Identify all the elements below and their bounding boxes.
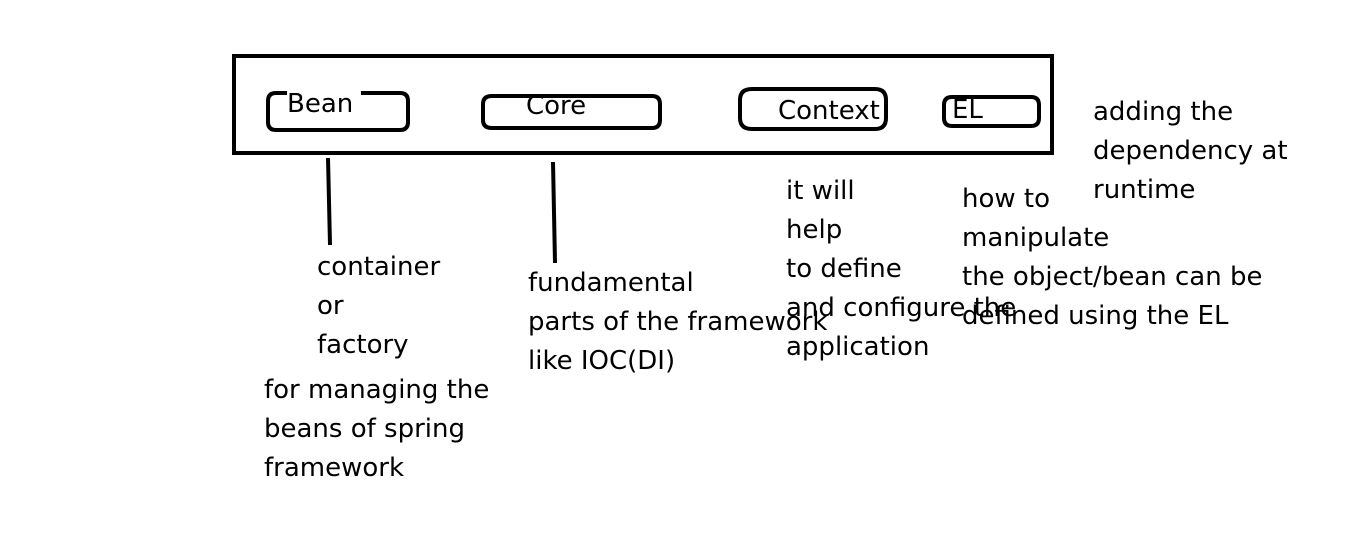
note-line: manipulate [962, 223, 1110, 253]
framework-box [232, 54, 1054, 155]
note-line: how to [962, 184, 1051, 214]
core-module-label: Core [526, 91, 587, 121]
bean-connector-line [326, 157, 332, 246]
note-line: and configure the [786, 293, 1017, 323]
bean-container-note: container or factory [317, 248, 440, 365]
note-line: to define [786, 254, 902, 284]
bean-module-label: Bean [287, 89, 362, 119]
runtime-note: adding the dependency at runtime [1093, 93, 1288, 210]
note-line: for managing the [264, 375, 490, 405]
el-module-label: EL [952, 95, 983, 125]
bean-managing-note: for managing the beans of spring framewo… [264, 371, 489, 488]
bean-module-outline [266, 91, 410, 132]
note-line: framework [264, 453, 405, 483]
note-line: parts of the framework [528, 307, 828, 337]
note-line: like IOC(DI) [528, 346, 676, 376]
note-line: adding the [1093, 97, 1234, 127]
el-module-outline [942, 95, 1041, 128]
note-line: or [317, 291, 344, 321]
note-line: factory [317, 330, 409, 360]
note-line: container [317, 252, 441, 282]
core-connector-line [551, 161, 557, 264]
core-note: fundamental parts of the framework like … [528, 264, 827, 381]
note-line: defined using the EL [962, 301, 1229, 331]
note-line: application [786, 332, 930, 362]
note-line: it will [786, 176, 855, 206]
context-module-outline [738, 87, 888, 131]
note-line: beans of spring [264, 414, 465, 444]
core-module-outline [481, 94, 662, 130]
note-line: fundamental [528, 268, 694, 298]
note-line: the object/bean can be [962, 262, 1263, 292]
context-module-label: Context [778, 96, 880, 126]
note-line: dependency at [1093, 136, 1288, 166]
note-line: help [786, 215, 843, 245]
note-line: runtime [1093, 175, 1196, 205]
el-note: how to manipulate the object/bean can be… [962, 180, 1262, 336]
context-note: it will help to define and configure the… [786, 172, 1016, 367]
